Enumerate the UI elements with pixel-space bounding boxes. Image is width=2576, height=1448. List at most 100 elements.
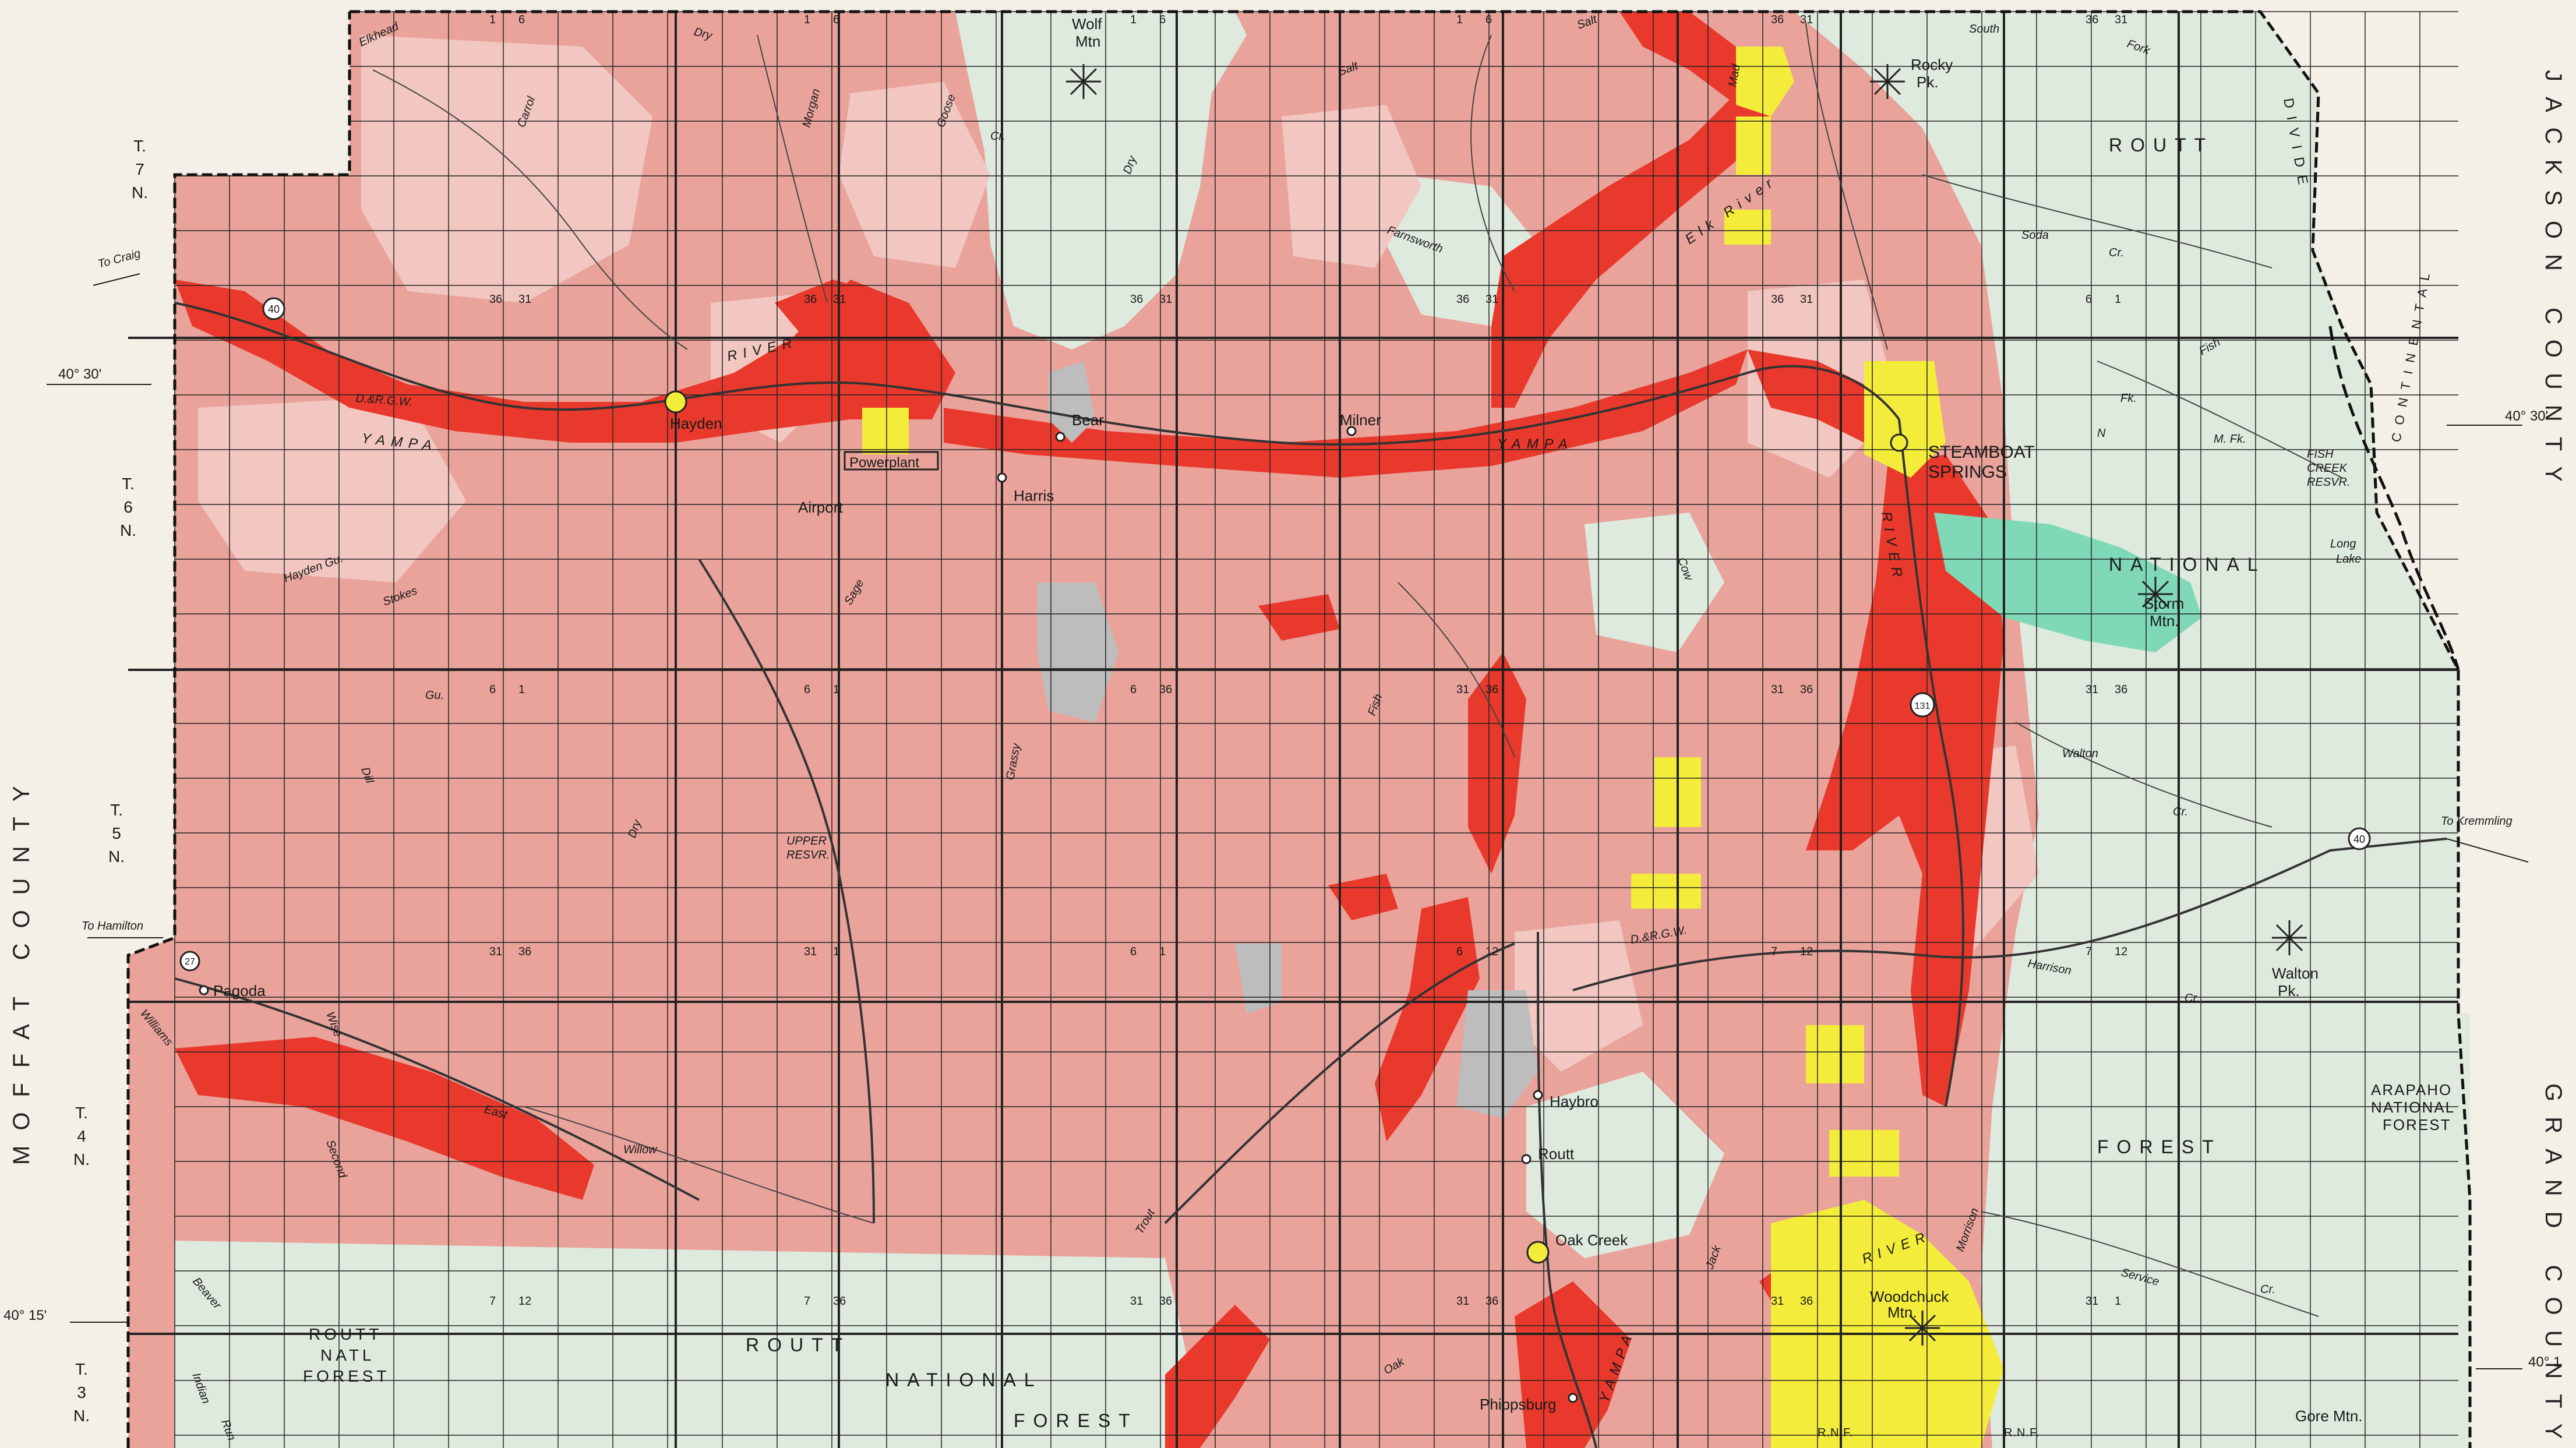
- town-routt: Routt: [1538, 1145, 1575, 1163]
- section-number: 1: [518, 683, 525, 696]
- creek-south: South: [1969, 23, 1999, 36]
- peak-woodchuck-2: Mtn.: [1887, 1304, 1917, 1321]
- storm-mtn-icon: [2138, 577, 2173, 612]
- wolf-mtn-icon: [1066, 64, 1101, 99]
- creek-gu: Gu.: [425, 689, 444, 702]
- t4n-b: 4: [77, 1127, 86, 1145]
- pagoda-marker: [199, 985, 209, 995]
- section-number: 7: [489, 1295, 496, 1308]
- section-number: 31: [1456, 1295, 1469, 1308]
- milner-marker: [1346, 426, 1357, 436]
- label-arapaho-1: ARAPAHO: [2371, 1081, 2452, 1099]
- county-border: [126, 10, 2472, 1448]
- section-number: 31: [2085, 1295, 2098, 1308]
- roads-and-streams: [174, 302, 2447, 1448]
- fish-creek-resvr-2: CREEK: [2307, 462, 2348, 475]
- t7n-c: N.: [132, 183, 148, 202]
- section-number: 6: [1456, 945, 1463, 958]
- creek-cr-c: Cr.: [2173, 806, 2188, 818]
- t7n-b: 7: [135, 160, 144, 178]
- section-number: 36: [1771, 293, 1784, 306]
- section-number: 36: [1771, 13, 1784, 26]
- label-arapaho-2: NATIONAL: [2371, 1099, 2455, 1116]
- highway-40-east-shield: [2348, 827, 2371, 850]
- grand-county-label: GRAND COUNTY: [2540, 1083, 2566, 1448]
- section-number: 6: [833, 13, 839, 26]
- label-forest-bottom: FOREST: [1014, 1410, 1138, 1431]
- section-number: 36: [1800, 1295, 1813, 1308]
- peak-woodchuck-1: Woodchuck: [1870, 1288, 1949, 1305]
- t5n-c: N.: [108, 847, 125, 866]
- oak-creek-marker: [1526, 1241, 1550, 1264]
- peak-wolf-2: Mtn: [1075, 33, 1100, 50]
- upper-resvr-1: UPPER: [786, 835, 827, 847]
- label-routt-top: ROUTT: [2109, 135, 2214, 156]
- t6n-b: 6: [123, 498, 133, 516]
- hayden-marker: [664, 390, 687, 414]
- coordinate-labels: 40° 30' 40° 30' 40° 15' 40° 1: [3, 366, 2561, 1370]
- peak-rocky-1: Rocky: [1911, 56, 1953, 73]
- section-number: 31: [1771, 1295, 1784, 1308]
- fish-creek-reservoir: [1934, 513, 2202, 652]
- lat-4030-right: 40° 30': [2505, 408, 2548, 424]
- peak-labels: Wolf Mtn Rocky Pk. Storm Mtn. Walton Pk.…: [1072, 15, 2363, 1425]
- section-number: 36: [489, 293, 502, 306]
- section-number: 1: [2115, 1295, 2121, 1308]
- section-number: 36: [2115, 683, 2127, 696]
- label-national: NATIONAL: [2109, 554, 2266, 575]
- creek-cr-b: Cr.: [2109, 246, 2124, 259]
- section-number: 36: [1485, 683, 1498, 696]
- highway-40-east-label: 40: [2353, 834, 2365, 845]
- road-to-kremmling: To Kremmling: [2441, 815, 2513, 828]
- creek-willow: Willow: [623, 1143, 658, 1156]
- lat-4015: 40° 15': [3, 1308, 47, 1323]
- section-number: 1: [1130, 13, 1137, 26]
- town-steamboat: STEAMBOAT: [1928, 443, 2035, 462]
- section-number: 31: [1800, 293, 1813, 306]
- highway-131-shield: [1910, 692, 1935, 718]
- label-national-bottom: NATIONAL: [885, 1369, 1043, 1390]
- town-haybro: Haybro: [1550, 1093, 1598, 1110]
- town-springs: SPRINGS: [1928, 462, 2007, 482]
- label-routt-natl-1: ROUTT: [309, 1325, 382, 1343]
- rocky-pk-icon: [1870, 64, 1905, 99]
- section-number: 1: [804, 13, 810, 26]
- town-labels: Hayden Powerplant Airport Bear Harris Mi…: [213, 411, 2035, 1413]
- section-number: 31: [1130, 1295, 1143, 1308]
- section-number: 31: [1800, 13, 1813, 26]
- section-number: 31: [1485, 293, 1498, 306]
- highway-27-shield: [179, 951, 200, 972]
- section-number: 6: [1130, 683, 1137, 696]
- township-grid: [128, 11, 2458, 1448]
- continental-divide: [2328, 326, 2460, 670]
- label-forest: FOREST: [2097, 1136, 2222, 1157]
- town-powerplant: Powerplant: [849, 455, 919, 471]
- town-markers: [199, 390, 1908, 1403]
- yampa-label-2: YAMPA: [1497, 436, 1573, 452]
- town-pagoda: Pagoda: [213, 982, 266, 1000]
- section-number: 36: [1130, 293, 1143, 306]
- fish-creek-resvr-1: FISH: [2307, 448, 2334, 461]
- section-number: 36: [2085, 13, 2098, 26]
- section-number: 31: [1159, 293, 1172, 306]
- township-labels: T. 7 N. T. 6 N. T. 5 N. T. 4 N. T. 3 N.: [73, 137, 148, 1425]
- lat-40-right: 40° 1: [2528, 1354, 2561, 1370]
- peak-storm-1: Storm: [2144, 595, 2184, 612]
- section-number: 36: [518, 945, 531, 958]
- section-number: 1: [1159, 945, 1166, 958]
- lat-4030-left: 40° 30': [58, 366, 101, 382]
- yellow-zones: [862, 47, 2004, 1448]
- town-phippsburg: Phippsburg: [1480, 1396, 1557, 1413]
- town-hayden: Hayden: [670, 415, 722, 432]
- label-rnf-1: R.N.F.: [1818, 1426, 1854, 1439]
- creek-long-lake-2: Lake: [2336, 553, 2361, 566]
- section-number: 31: [1771, 683, 1784, 696]
- thin-streams: [372, 23, 2342, 1317]
- section-number: 31: [2115, 13, 2127, 26]
- section-number: 1: [833, 683, 839, 696]
- creek-cr-a: Cr.: [990, 130, 1005, 143]
- section-number: 31: [1456, 683, 1469, 696]
- section-number: 6: [489, 683, 496, 696]
- gray-reservoirs: [1037, 361, 1538, 1118]
